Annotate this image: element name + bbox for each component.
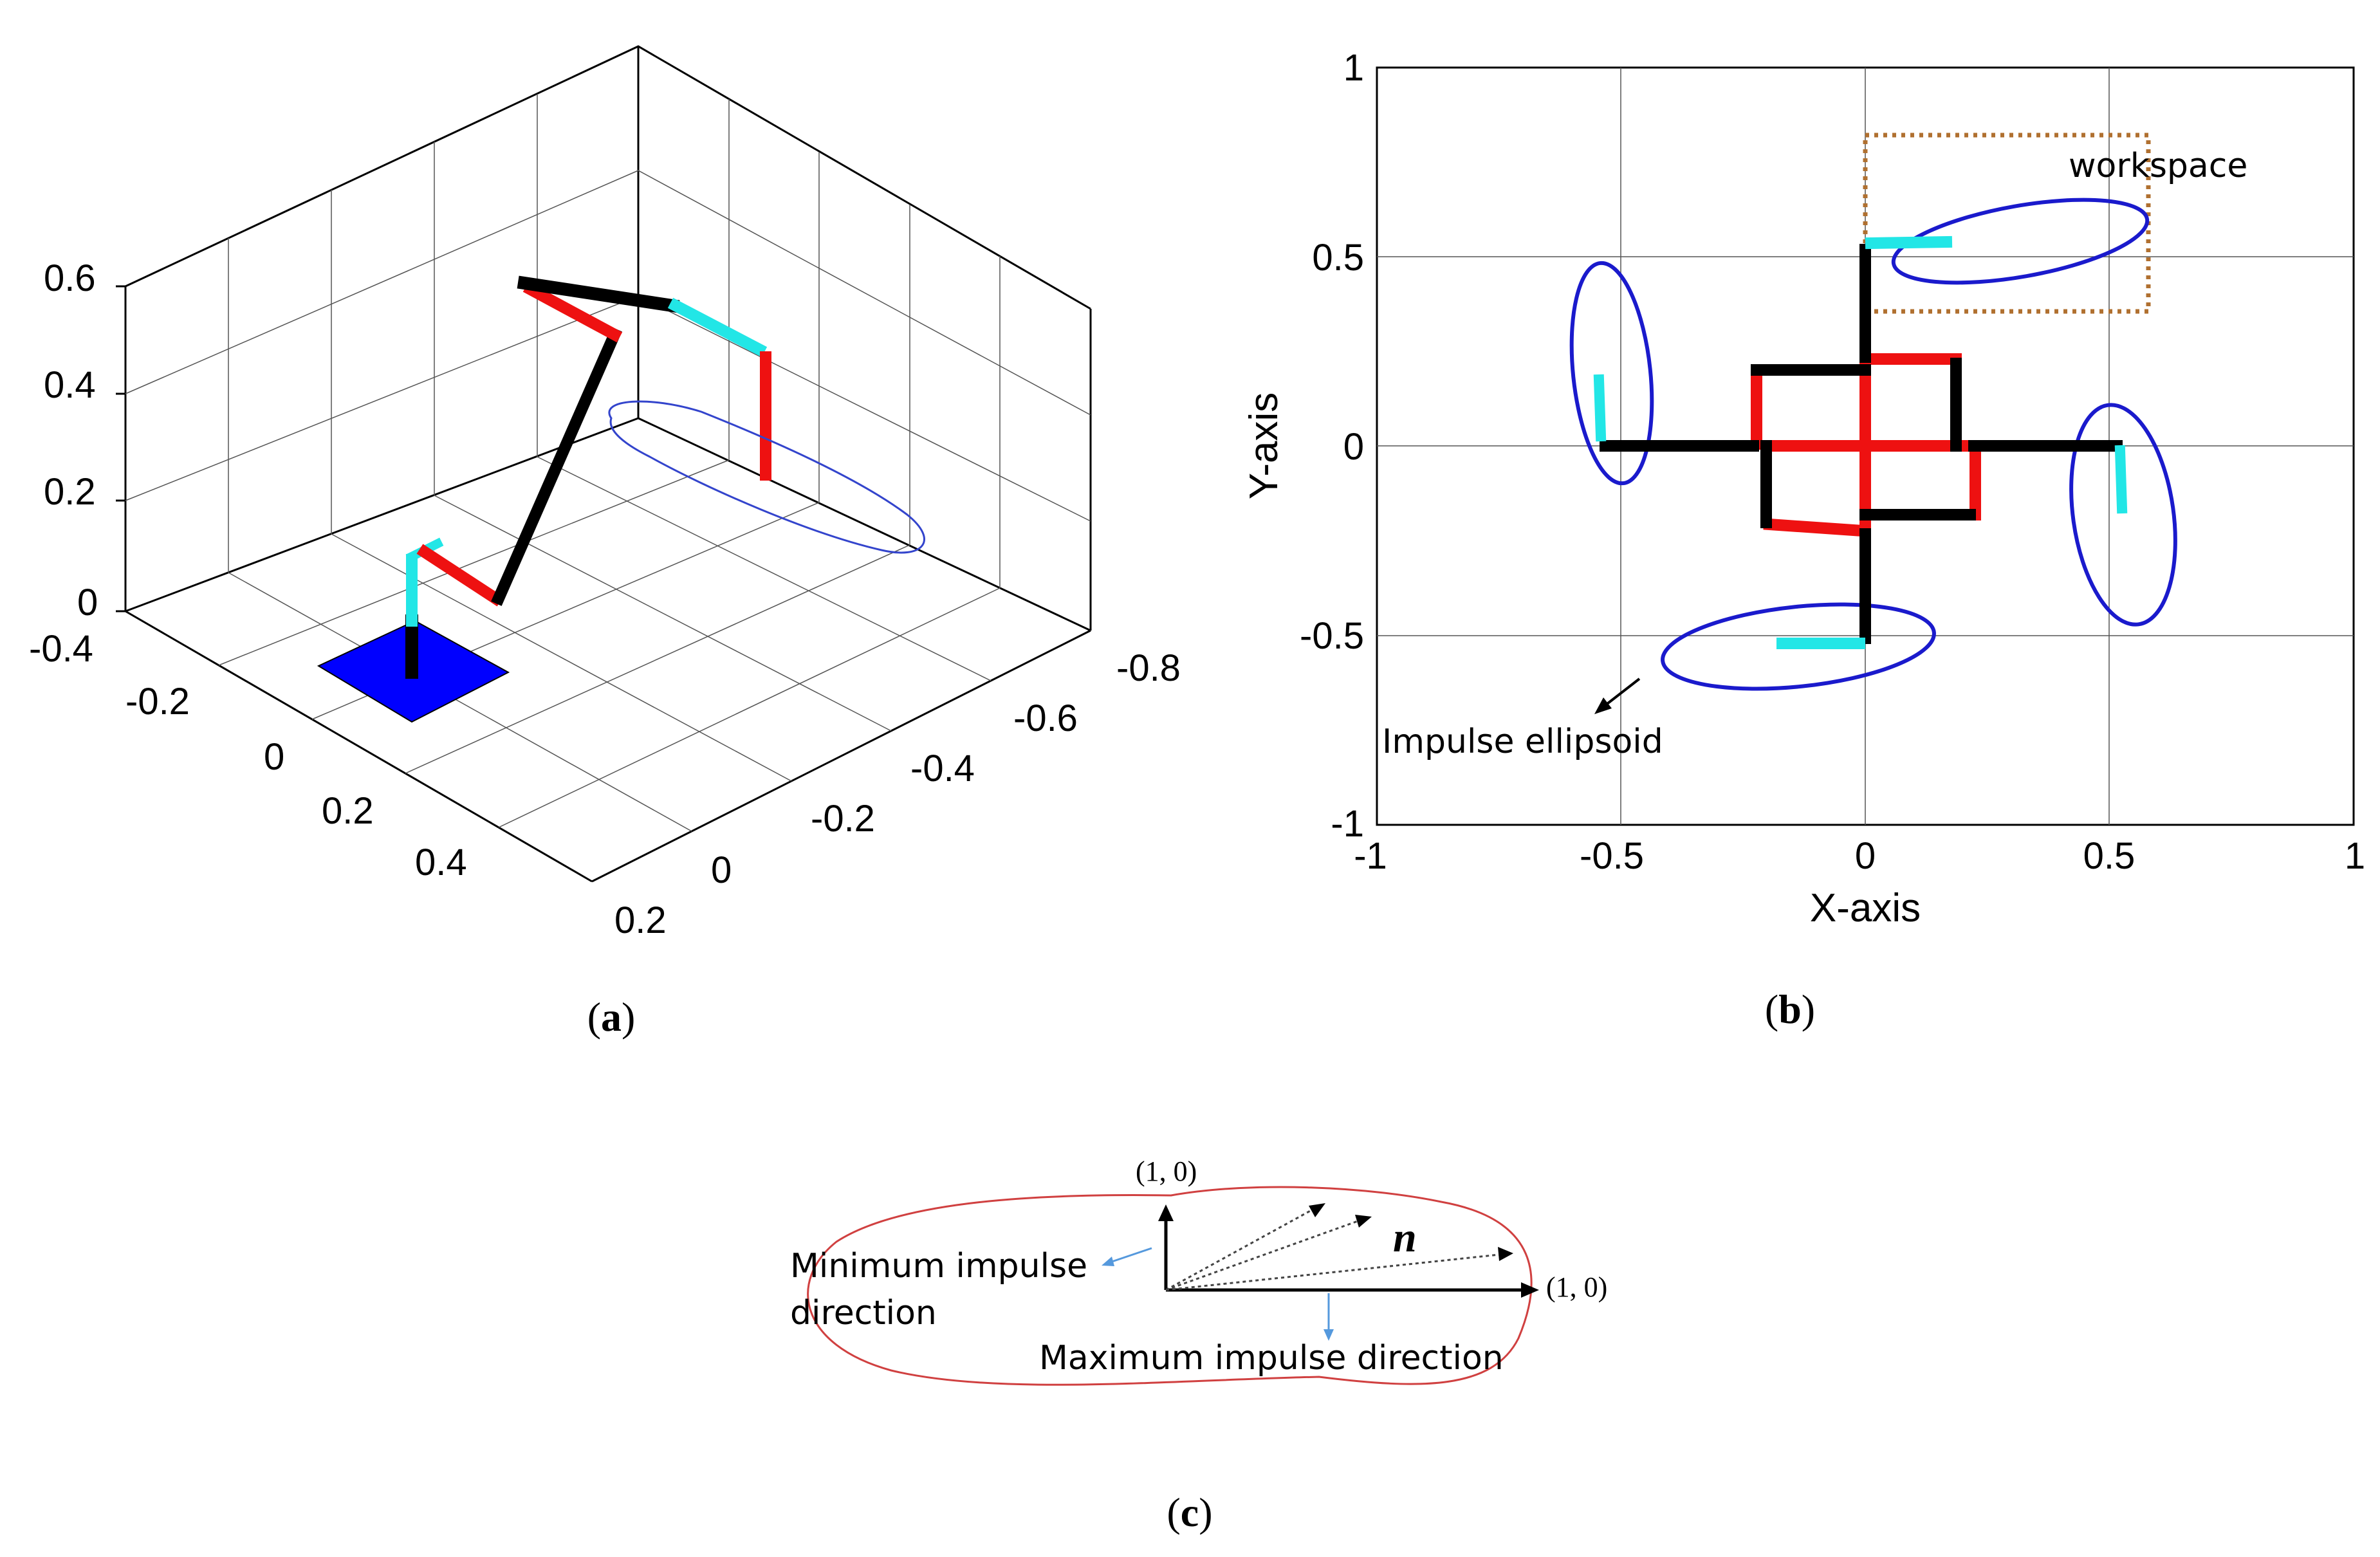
b-x-tick-0: 0 (1855, 835, 1876, 877)
b-ellipse-left (1569, 261, 1654, 486)
b-ellipsoid-pointer-arrowhead (1594, 697, 1612, 714)
c-dotted-vector-2-arrowhead (1355, 1215, 1372, 1228)
panel-b: 1 0.5 0 -0.5 -1 -1 -0.5 0 0.5 1 X-axis Y… (1242, 47, 2365, 1032)
panel-a-axes-box (124, 45, 1092, 883)
a-link-long-black (491, 327, 622, 606)
a-impulse-ellipse (608, 400, 925, 554)
c-point-right-label: (1, 0) (1546, 1271, 1607, 1303)
b-y-tick-0.5: 0.5 (1312, 237, 1364, 279)
c-vectors (1158, 1203, 1539, 1298)
b-ellipse-bottom (1661, 602, 1936, 691)
caption-a: (a) (587, 994, 636, 1040)
a-link-black-top (517, 275, 680, 313)
c-axis-horizontal-arrowhead (1521, 1282, 1539, 1298)
panel-a-gridlines (125, 94, 1091, 832)
b-red-seg-4 (1763, 518, 1869, 537)
b-ellipse-top (1891, 198, 2150, 285)
c-dotted-vector-3 (1165, 1253, 1500, 1291)
b-impulse-ellipses (1569, 198, 2177, 691)
b-y-tick-0: 0 (1343, 426, 1364, 468)
b-workspace-label: workspace (2069, 147, 2247, 185)
b-ellipse-right (2069, 403, 2177, 627)
a-z-tick-0.4: 0.4 (44, 364, 96, 406)
c-dotted-vector-3-arrowhead (1498, 1247, 1513, 1261)
c-dotted-vector-1-arrowhead (1309, 1203, 1325, 1217)
b-ellipsoid-pointer (1601, 677, 1641, 709)
c-impulse-outline (807, 1186, 1533, 1386)
panel-a-tick-marks (116, 285, 125, 613)
a-link-cyan-top (667, 297, 768, 358)
b-y-tick--0.5: -0.5 (1300, 615, 1364, 657)
a-link-red-1 (416, 544, 504, 607)
b-robot-arms (1593, 235, 2128, 649)
c-dotted-vector-2 (1165, 1220, 1358, 1291)
a-z-tick-0.2: 0.2 (44, 471, 96, 513)
a-link-red-2 (522, 281, 623, 343)
c-min-label-line2: direction (790, 1294, 937, 1332)
c-n-label: n (1393, 1214, 1417, 1261)
caption-b: (b) (1765, 986, 1815, 1032)
a-y-tick--0.6: -0.6 (1013, 697, 1078, 739)
b-cyan-right (2114, 445, 2128, 514)
c-max-pointer-arrowhead (1324, 1329, 1334, 1341)
a-y-tick-0: 0 (711, 849, 732, 891)
a-x-tick--0.2: -0.2 (125, 681, 190, 723)
c-axis-vertical-arrowhead (1158, 1204, 1174, 1221)
panel-c: (1, 0) (1, 0) n Minimum impulse directio… (790, 1156, 1607, 1535)
b-ellipsoid-label: Impulse ellipsoid (1382, 723, 1663, 761)
c-min-pointer-arrowhead (1102, 1257, 1114, 1266)
b-y-axis-label: Y-axis (1242, 392, 1286, 500)
a-y-tick--0.2: -0.2 (811, 798, 875, 840)
b-x-tick-0.5: 0.5 (2083, 835, 2136, 877)
b-y-tick--1: -1 (1331, 803, 1364, 845)
a-x-tick-0.2: 0.2 (322, 790, 374, 832)
b-x-tick--0.5: -0.5 (1580, 835, 1644, 877)
a-x-tick-0: 0 (264, 736, 284, 778)
caption-c: (c) (1167, 1489, 1212, 1535)
c-point-top-label: (1, 0) (1136, 1156, 1197, 1187)
robot-arm-3d (405, 275, 771, 679)
b-x-tick-1: 1 (2345, 835, 2365, 877)
a-x-tick--0.4: -0.4 (29, 628, 93, 670)
b-x-axis-label: X-axis (1810, 886, 1921, 930)
a-y-tick--0.4: -0.4 (910, 748, 975, 789)
a-z-tick-0: 0 (77, 582, 98, 623)
c-min-pointer (1109, 1247, 1152, 1264)
b-cyan-top (1865, 235, 1953, 250)
b-x-tick--1: -1 (1354, 835, 1387, 877)
b-y-tick-1: 1 (1343, 47, 1364, 89)
a-y-tick--0.8: -0.8 (1116, 647, 1181, 689)
b-cyan-left (1593, 374, 1607, 442)
c-min-label-line1: Minimum impulse (790, 1247, 1087, 1285)
a-z-tick-0.6: 0.6 (44, 257, 96, 299)
c-dotted-vector-1 (1165, 1208, 1313, 1291)
a-y-tick-0.2: 0.2 (614, 899, 667, 941)
c-max-label: Maximum impulse direction (1039, 1339, 1504, 1377)
a-x-tick-0.4: 0.4 (415, 842, 467, 883)
panel-a: 0.6 0.4 0.2 0 -0.4 -0.2 0 0.2 0.4 -0.8 -… (29, 45, 1181, 1040)
